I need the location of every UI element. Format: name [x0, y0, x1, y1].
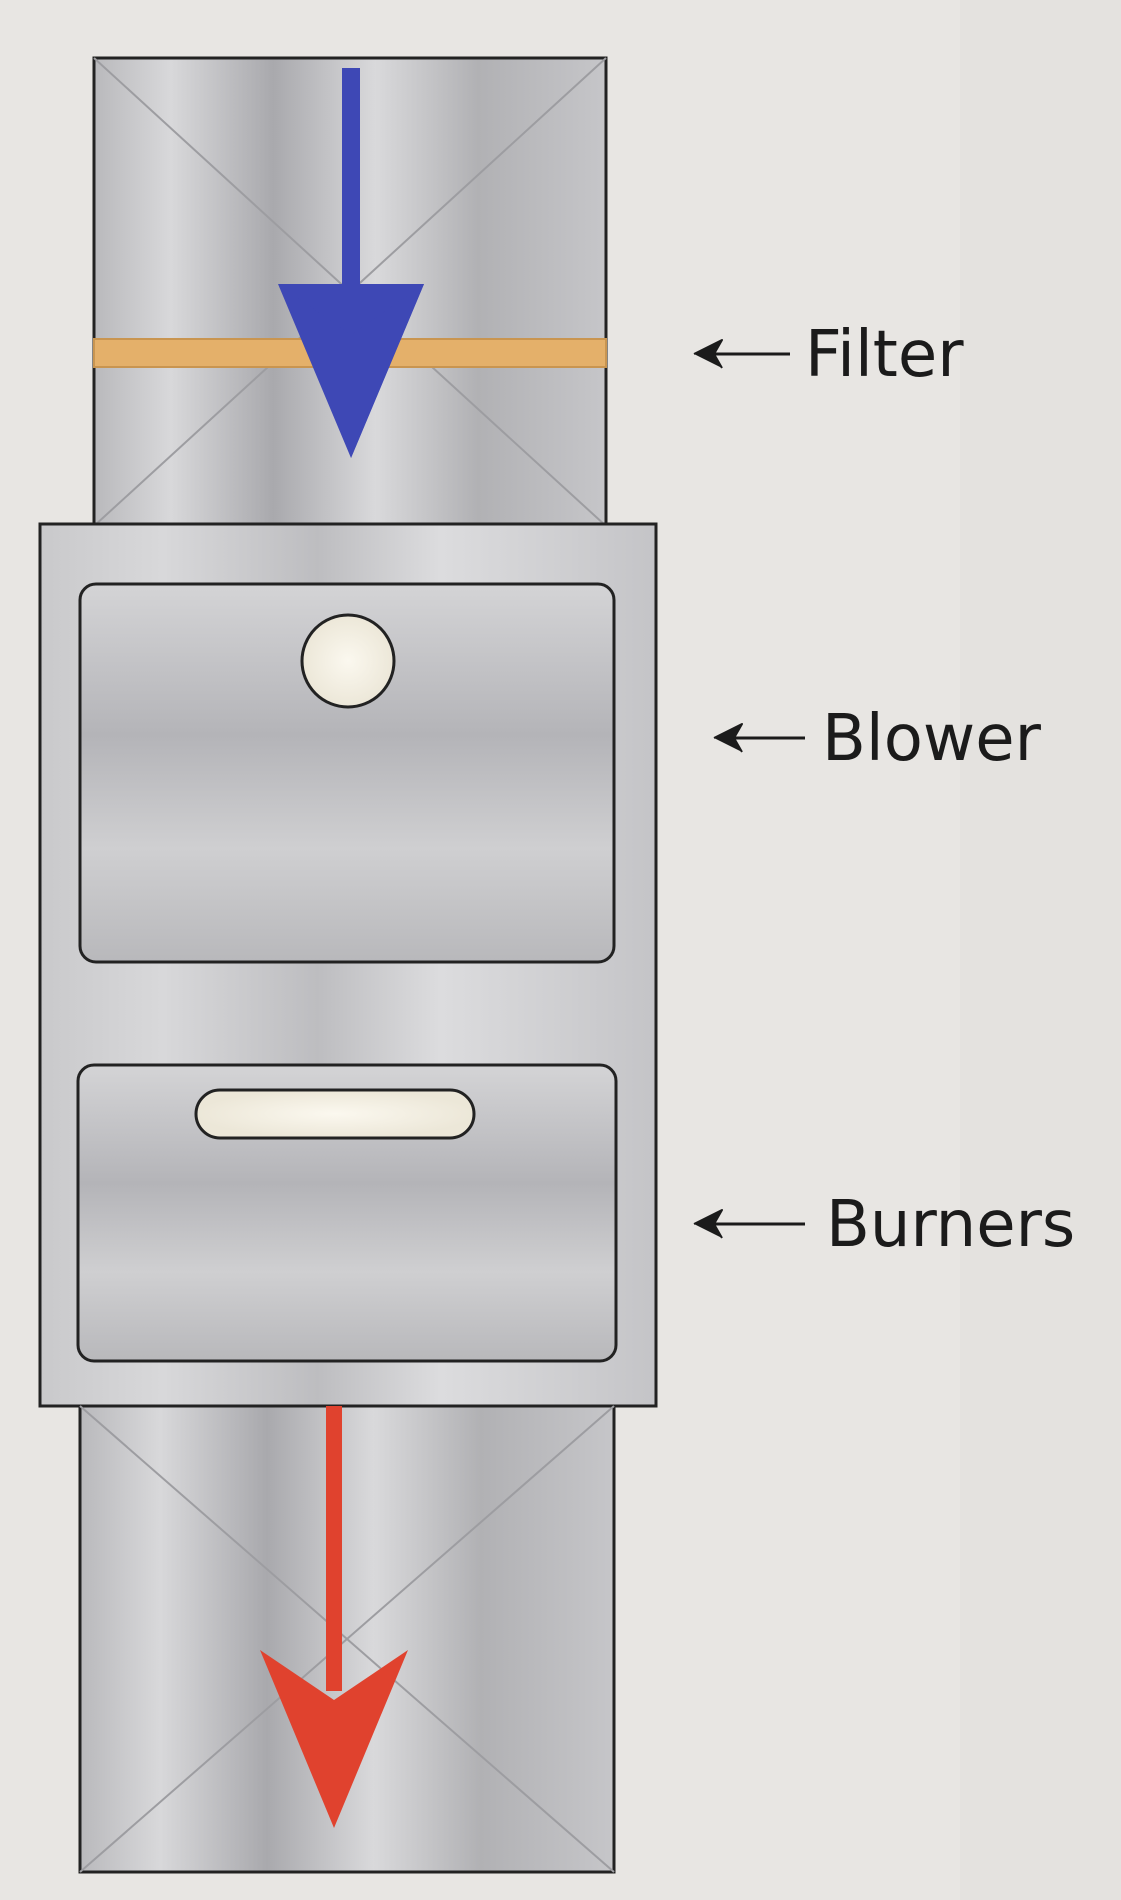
burner-sight-window [194, 1088, 476, 1140]
blower-sight-window [300, 613, 396, 709]
blower-compartment [78, 582, 616, 964]
blower-callout-arrow-icon [713, 723, 743, 753]
burners-callout: Burners [693, 1188, 1075, 1262]
burner-compartment [76, 1063, 618, 1363]
hot-air-supply-arrow-icon [260, 1406, 408, 1828]
cold-air-intake-arrow-icon [278, 68, 424, 458]
filter-callout: Filter [693, 318, 964, 392]
supply-duct [78, 1404, 616, 1874]
filter-label: Filter [805, 318, 964, 392]
blower-label: Blower [822, 702, 1042, 776]
burners-callout-arrow-icon [693, 1209, 723, 1239]
blower-callout: Blower [713, 702, 1042, 776]
burners-label: Burners [826, 1188, 1075, 1262]
filter-callout-arrow-icon [693, 339, 723, 369]
